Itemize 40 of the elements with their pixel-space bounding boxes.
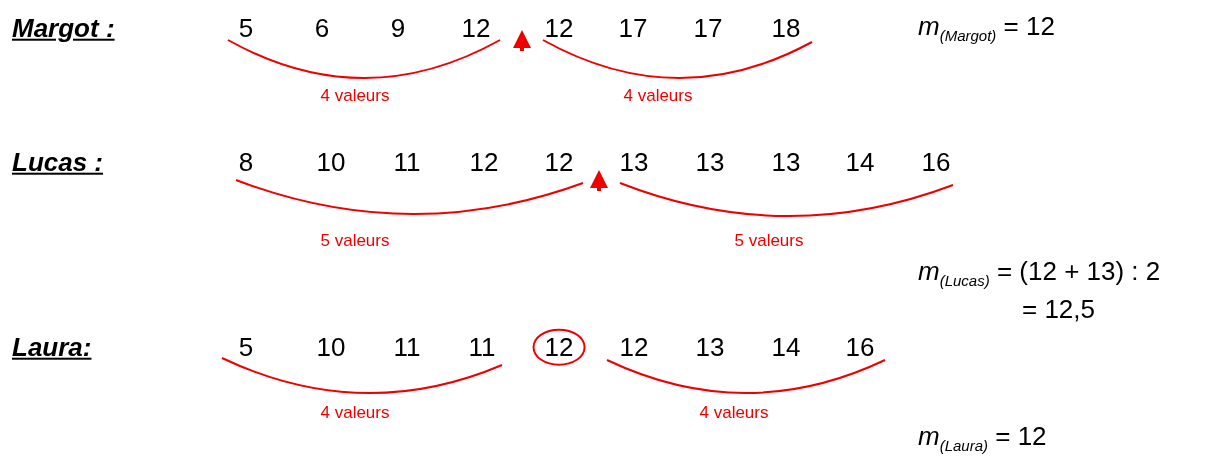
median-formula: = 12,5 (1022, 294, 1095, 324)
data-value: 17 (618, 13, 648, 43)
data-value: 13 (695, 332, 725, 362)
data-value: 12 (619, 332, 649, 362)
data-value: 13 (771, 147, 801, 177)
circled-value: 12 (532, 328, 586, 366)
data-value: 12 (544, 147, 574, 177)
count-label: 5 valeurs (320, 231, 390, 251)
data-value: 11 (393, 147, 421, 177)
data-value: 17 (693, 13, 723, 43)
median-formula: m$_{(Lucas)}$ = (12 + 13) : 2 (918, 256, 1161, 290)
data-value: 10 (316, 332, 346, 362)
data-value: 14 (845, 147, 875, 177)
data-value: 13 (619, 147, 649, 177)
count-label: 4 valeurs (699, 403, 769, 423)
row-label: Lucas : (12, 147, 104, 177)
median-formula: m$_{(Margot)}$ = 12 (918, 11, 1055, 45)
data-value: 8 (238, 147, 254, 177)
data-value: 10 (316, 147, 346, 177)
data-value: 5 (238, 13, 254, 43)
data-value: 11 (393, 332, 421, 362)
count-label: 4 valeurs (320, 403, 390, 423)
row-label: Laura: (12, 332, 92, 362)
data-value: 11 (468, 332, 496, 362)
count-label: 5 valeurs (734, 231, 804, 251)
data-value: 6 (314, 13, 330, 43)
median-formula: m$_{(Laura)}$ = 12 (918, 421, 1047, 455)
data-value: 18 (771, 13, 801, 43)
data-value: 12 (461, 13, 491, 43)
row-label: Margot : (12, 13, 115, 43)
data-value: 12 (544, 13, 574, 43)
data-value: 16 (845, 332, 875, 362)
data-value: 5 (238, 332, 254, 362)
data-value: 9 (390, 13, 406, 43)
count-label: 4 valeurs (623, 86, 693, 106)
data-value: 14 (771, 332, 801, 362)
data-value: 16 (921, 147, 951, 177)
count-label: 4 valeurs (320, 86, 390, 106)
data-value: 12 (469, 147, 499, 177)
data-value: 13 (695, 147, 725, 177)
